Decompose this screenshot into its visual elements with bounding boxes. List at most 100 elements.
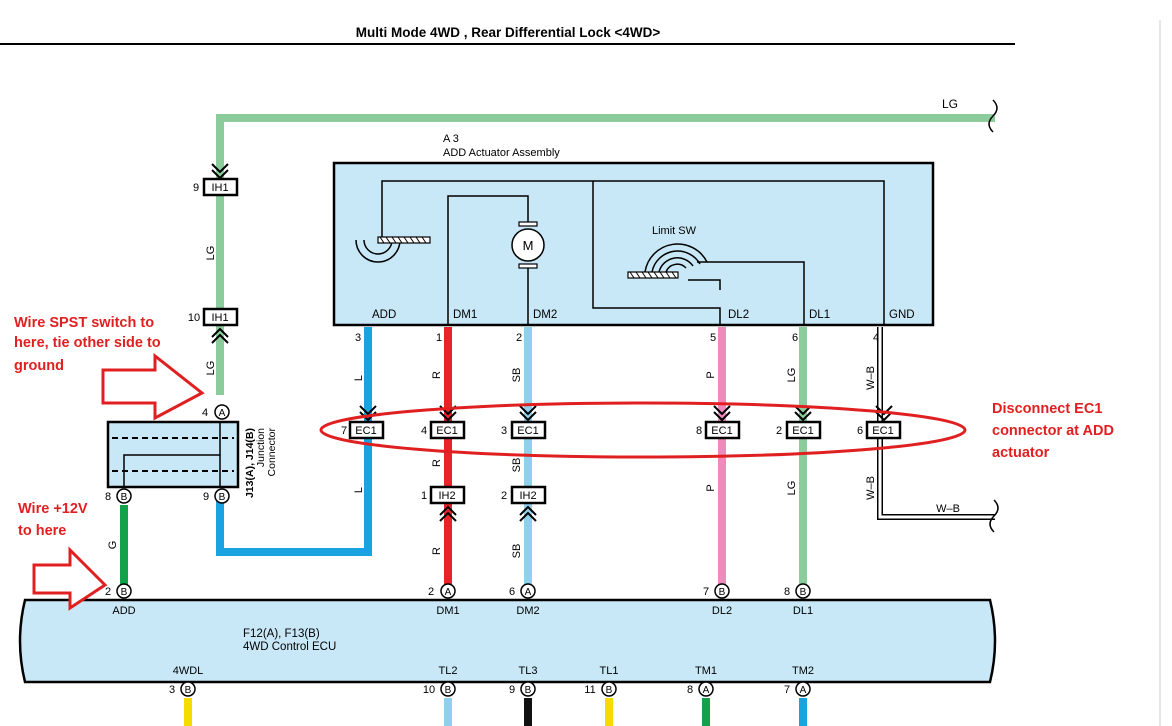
svg-text:B: B [185,685,192,696]
pin-num-gnd: 4 [873,332,879,344]
svg-text:3: 3 [501,425,507,437]
svg-text:IH2: IH2 [438,490,455,502]
svg-text:B: B [445,685,452,696]
svg-text:1: 1 [421,490,427,502]
ecu-bottom-pins: 4WDL B 3 TL2 B 10 TL3 B 9 TL1 B 11 TM1 A… [169,665,814,697]
svg-text:TM2: TM2 [792,665,814,677]
svg-text:here, tie other side to: here, tie other side to [14,335,161,351]
wire-wb-gnd [877,327,999,533]
svg-text:B: B [121,587,128,598]
svg-text:4WD Control ECU: 4WD Control ECU [243,641,336,653]
wire-label-r-3: R [431,547,443,555]
svg-text:4WDL: 4WDL [173,665,204,677]
pin-label-gnd: GND [889,309,915,321]
svg-text:F12(A), F13(B): F12(A), F13(B) [243,628,320,640]
motor-icon: M [511,221,545,269]
svg-text:M: M [523,238,534,253]
svg-text:10: 10 [423,684,435,696]
pin-num-dl1: 6 [792,332,798,344]
svg-text:B: B [219,492,226,503]
pin-num-add: 3 [355,332,361,344]
svg-text:ground: ground [14,358,64,374]
svg-text:TM1: TM1 [695,665,717,677]
ecu-top-pins: B 2 ADD A 2 DM1 A 6 DM2 B 7 DL2 B 8 DL1 [105,583,813,617]
svg-text:B: B [800,587,807,598]
svg-text:9: 9 [203,491,209,503]
svg-text:3: 3 [169,684,175,696]
svg-text:Wire SPST switch to: Wire SPST switch to [14,315,154,331]
svg-text:A: A [219,408,226,419]
wire-label-lg-1: LG [205,246,217,261]
svg-text:IH1: IH1 [211,312,228,324]
pin-num-dm2: 2 [516,332,522,344]
svg-text:B: B [606,685,613,696]
wire-lg-top [216,99,998,395]
svg-text:A: A [525,587,532,598]
actuator-switch-symbol [355,236,431,263]
svg-text:EC1: EC1 [792,425,813,437]
svg-text:ADD: ADD [112,605,135,617]
wire-label-sb-3: SB [511,544,523,559]
svg-text:4: 4 [202,407,208,419]
wire-label-wb-1: W–B [865,366,877,390]
actuator-box [332,161,935,327]
svg-text:DM2: DM2 [516,605,539,617]
svg-text:6: 6 [857,425,863,437]
svg-text:9: 9 [509,684,515,696]
svg-text:B: B [525,685,532,696]
svg-text:8: 8 [105,491,111,503]
wire-label-sb-1: SB [511,368,523,383]
svg-text:EC1: EC1 [355,425,376,437]
svg-text:DM1: DM1 [436,605,459,617]
svg-text:EC1: EC1 [872,425,893,437]
svg-text:Disconnect EC1: Disconnect EC1 [992,401,1102,417]
svg-text:B: B [719,587,726,598]
wire-label-lg-top: LG [942,97,958,111]
svg-text:B: B [121,492,128,503]
ec1-connectors: EC1 7 EC1 4 EC1 3 EC1 8 EC1 2 EC1 6 [341,405,902,440]
svg-text:to here: to here [18,523,66,539]
svg-text:8: 8 [696,425,702,437]
svg-text:Limit SW: Limit SW [652,225,697,237]
svg-text:2: 2 [776,425,782,437]
pin-label-add: ADD [372,309,396,321]
ecu-bottom-wires [184,698,807,726]
pin-label-dm1: DM1 [453,309,477,321]
ecu-box: F12(A), F13(B) 4WD Control ECU [18,598,997,684]
ec1-highlight-ellipse [319,401,967,459]
svg-text:7: 7 [341,425,347,437]
annotation-spst: Wire SPST switch to here, tie other side… [14,315,161,374]
svg-text:Junction: Junction [255,428,267,467]
svg-text:connector at ADD: connector at ADD [992,423,1114,439]
pin-num-dm1: 1 [436,332,442,344]
wire-label-l-2: L [353,487,365,493]
svg-text:actuator: actuator [992,445,1050,461]
svg-text:DL1: DL1 [793,605,813,617]
svg-text:8: 8 [784,586,790,598]
wire-label-r-2: R [431,459,443,467]
wire-label-l-1: L [353,375,365,381]
svg-text:TL1: TL1 [600,665,619,677]
ih1-upper-connector: IH1 9 [193,163,239,197]
page-title: Multi Mode 4WD , Rear Differential Lock … [356,25,661,40]
svg-text:Wire +12V: Wire +12V [18,501,88,517]
ih2-connectors: IH2 1 IH2 2 [421,485,547,522]
svg-text:TL3: TL3 [519,665,538,677]
svg-text:A: A [800,685,807,696]
wire-label-p-1: P [705,371,717,378]
wire-label-lg-3: LG [786,368,798,383]
svg-text:2: 2 [428,586,434,598]
spst-arrow-icon [101,352,205,421]
wire-label-wb-2: W–B [865,476,877,500]
wire-label-lg-2: LG [205,361,217,376]
actuator-code: A 3 [443,133,459,145]
svg-text:EC1: EC1 [517,425,538,437]
svg-text:7: 7 [703,586,709,598]
annotation-ec1: Disconnect EC1 connector at ADD actuator [992,401,1114,461]
svg-text:IH2: IH2 [519,490,536,502]
svg-text:8: 8 [687,684,693,696]
pin-label-dl2: DL2 [728,309,749,321]
svg-text:2: 2 [105,586,111,598]
svg-text:J13(A), J14(B): J13(A), J14(B) [244,428,256,498]
